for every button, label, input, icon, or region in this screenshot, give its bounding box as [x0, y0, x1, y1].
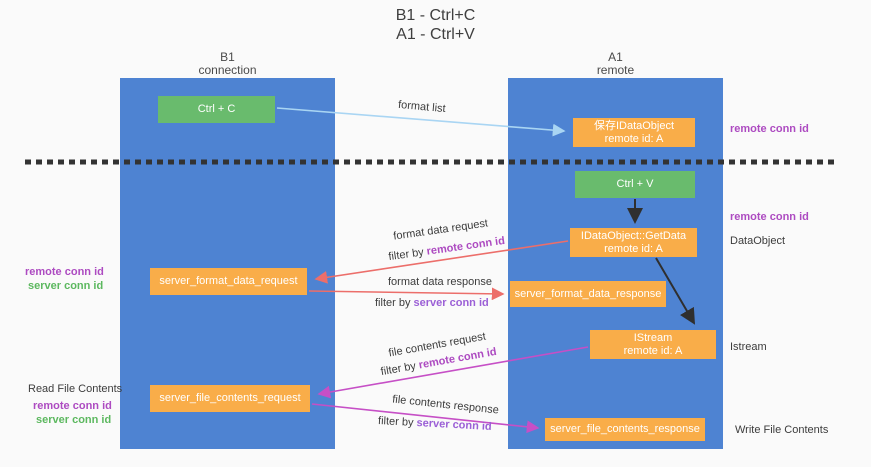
server-conn-id-text: server conn id [416, 417, 492, 433]
ctrl-c-node: Ctrl + C [158, 96, 275, 123]
filter-by-server-1: filter by server conn id [375, 297, 489, 309]
format-data-response-arrow [308, 287, 505, 301]
ctrl-v-label: Ctrl + V [616, 178, 654, 190]
filter-by-text: filter by [375, 297, 411, 309]
left-bottom-server-conn-id: server conn id [36, 414, 112, 426]
left-column-header: B1 connection [120, 51, 335, 77]
remote-conn-id-right-mid: remote conn id [730, 211, 809, 223]
format-list-label: format list [397, 98, 447, 116]
diagram-title: B1 - Ctrl+C A1 - Ctrl+V [0, 6, 871, 44]
format-data-response-label: format data response [388, 276, 492, 288]
remote-conn-id-right-top: remote conn id [730, 123, 809, 135]
left-mid-server-conn-id: server conn id [28, 280, 104, 292]
ctrl-v-node: Ctrl + V [575, 171, 695, 198]
read-file-contents-label: Read File Contents [28, 383, 123, 395]
right-column-subtitle: remote [596, 63, 635, 77]
server-format-data-response-node: server_format_data_response [510, 281, 666, 307]
filter-by-text: filter by [379, 360, 417, 379]
istream-line2: remote id: A [623, 344, 683, 357]
right-column-header: A1 remote [508, 51, 723, 77]
filter-by-text: filter by [387, 246, 425, 264]
filter-by-server-2: filter by server conn id [378, 415, 492, 433]
server-file-contents-response-label: server_file_contents_response [550, 423, 700, 435]
write-file-contents-label: Write File Contents [735, 424, 829, 436]
title-line-2: A1 - Ctrl+V [396, 26, 475, 43]
file-contents-response-label: file contents response [391, 393, 500, 417]
server-file-contents-request-label: server_file_contents_request [159, 392, 301, 404]
getdata-node: IDataObject::GetData remote id: A [570, 228, 697, 257]
server-format-data-request-node: server_format_data_request [150, 268, 307, 295]
right-column-title: A1 [608, 50, 623, 64]
filter-by-text: filter by [377, 415, 414, 429]
dataobject-label: DataObject [730, 235, 786, 247]
left-mid-remote-conn-id: remote conn id [25, 266, 104, 278]
server-format-data-response-label: server_format_data_response [514, 287, 662, 300]
server-file-contents-request-node: server_file_contents_request [150, 385, 310, 412]
server-file-contents-response-node: server_file_contents_response [545, 418, 705, 441]
remote-conn-id-text: remote conn id [425, 234, 506, 258]
istream-node: IStream remote id: A [590, 330, 716, 359]
getdata-line2: remote id: A [604, 242, 663, 255]
istream-side-label: Istream [730, 341, 767, 353]
istream-line1: IStream [633, 331, 673, 344]
server-format-data-request-label: server_format_data_request [159, 275, 298, 287]
save-dataobject-line1: 保存IDataObject [593, 119, 675, 132]
server-conn-id-text: server conn id [413, 297, 489, 309]
getdata-line1: IDataObject::GetData [580, 229, 687, 242]
ctrl-c-label: Ctrl + C [197, 103, 236, 115]
title-line-1: B1 - Ctrl+C [395, 7, 476, 24]
save-dataobject-line2: remote id: A [604, 132, 664, 145]
save-dataobject-node: 保存IDataObject remote id: A [573, 118, 695, 147]
left-bottom-remote-conn-id: remote conn id [33, 400, 112, 412]
left-column-title: B1 [220, 50, 235, 64]
left-column-subtitle: connection [198, 63, 257, 77]
